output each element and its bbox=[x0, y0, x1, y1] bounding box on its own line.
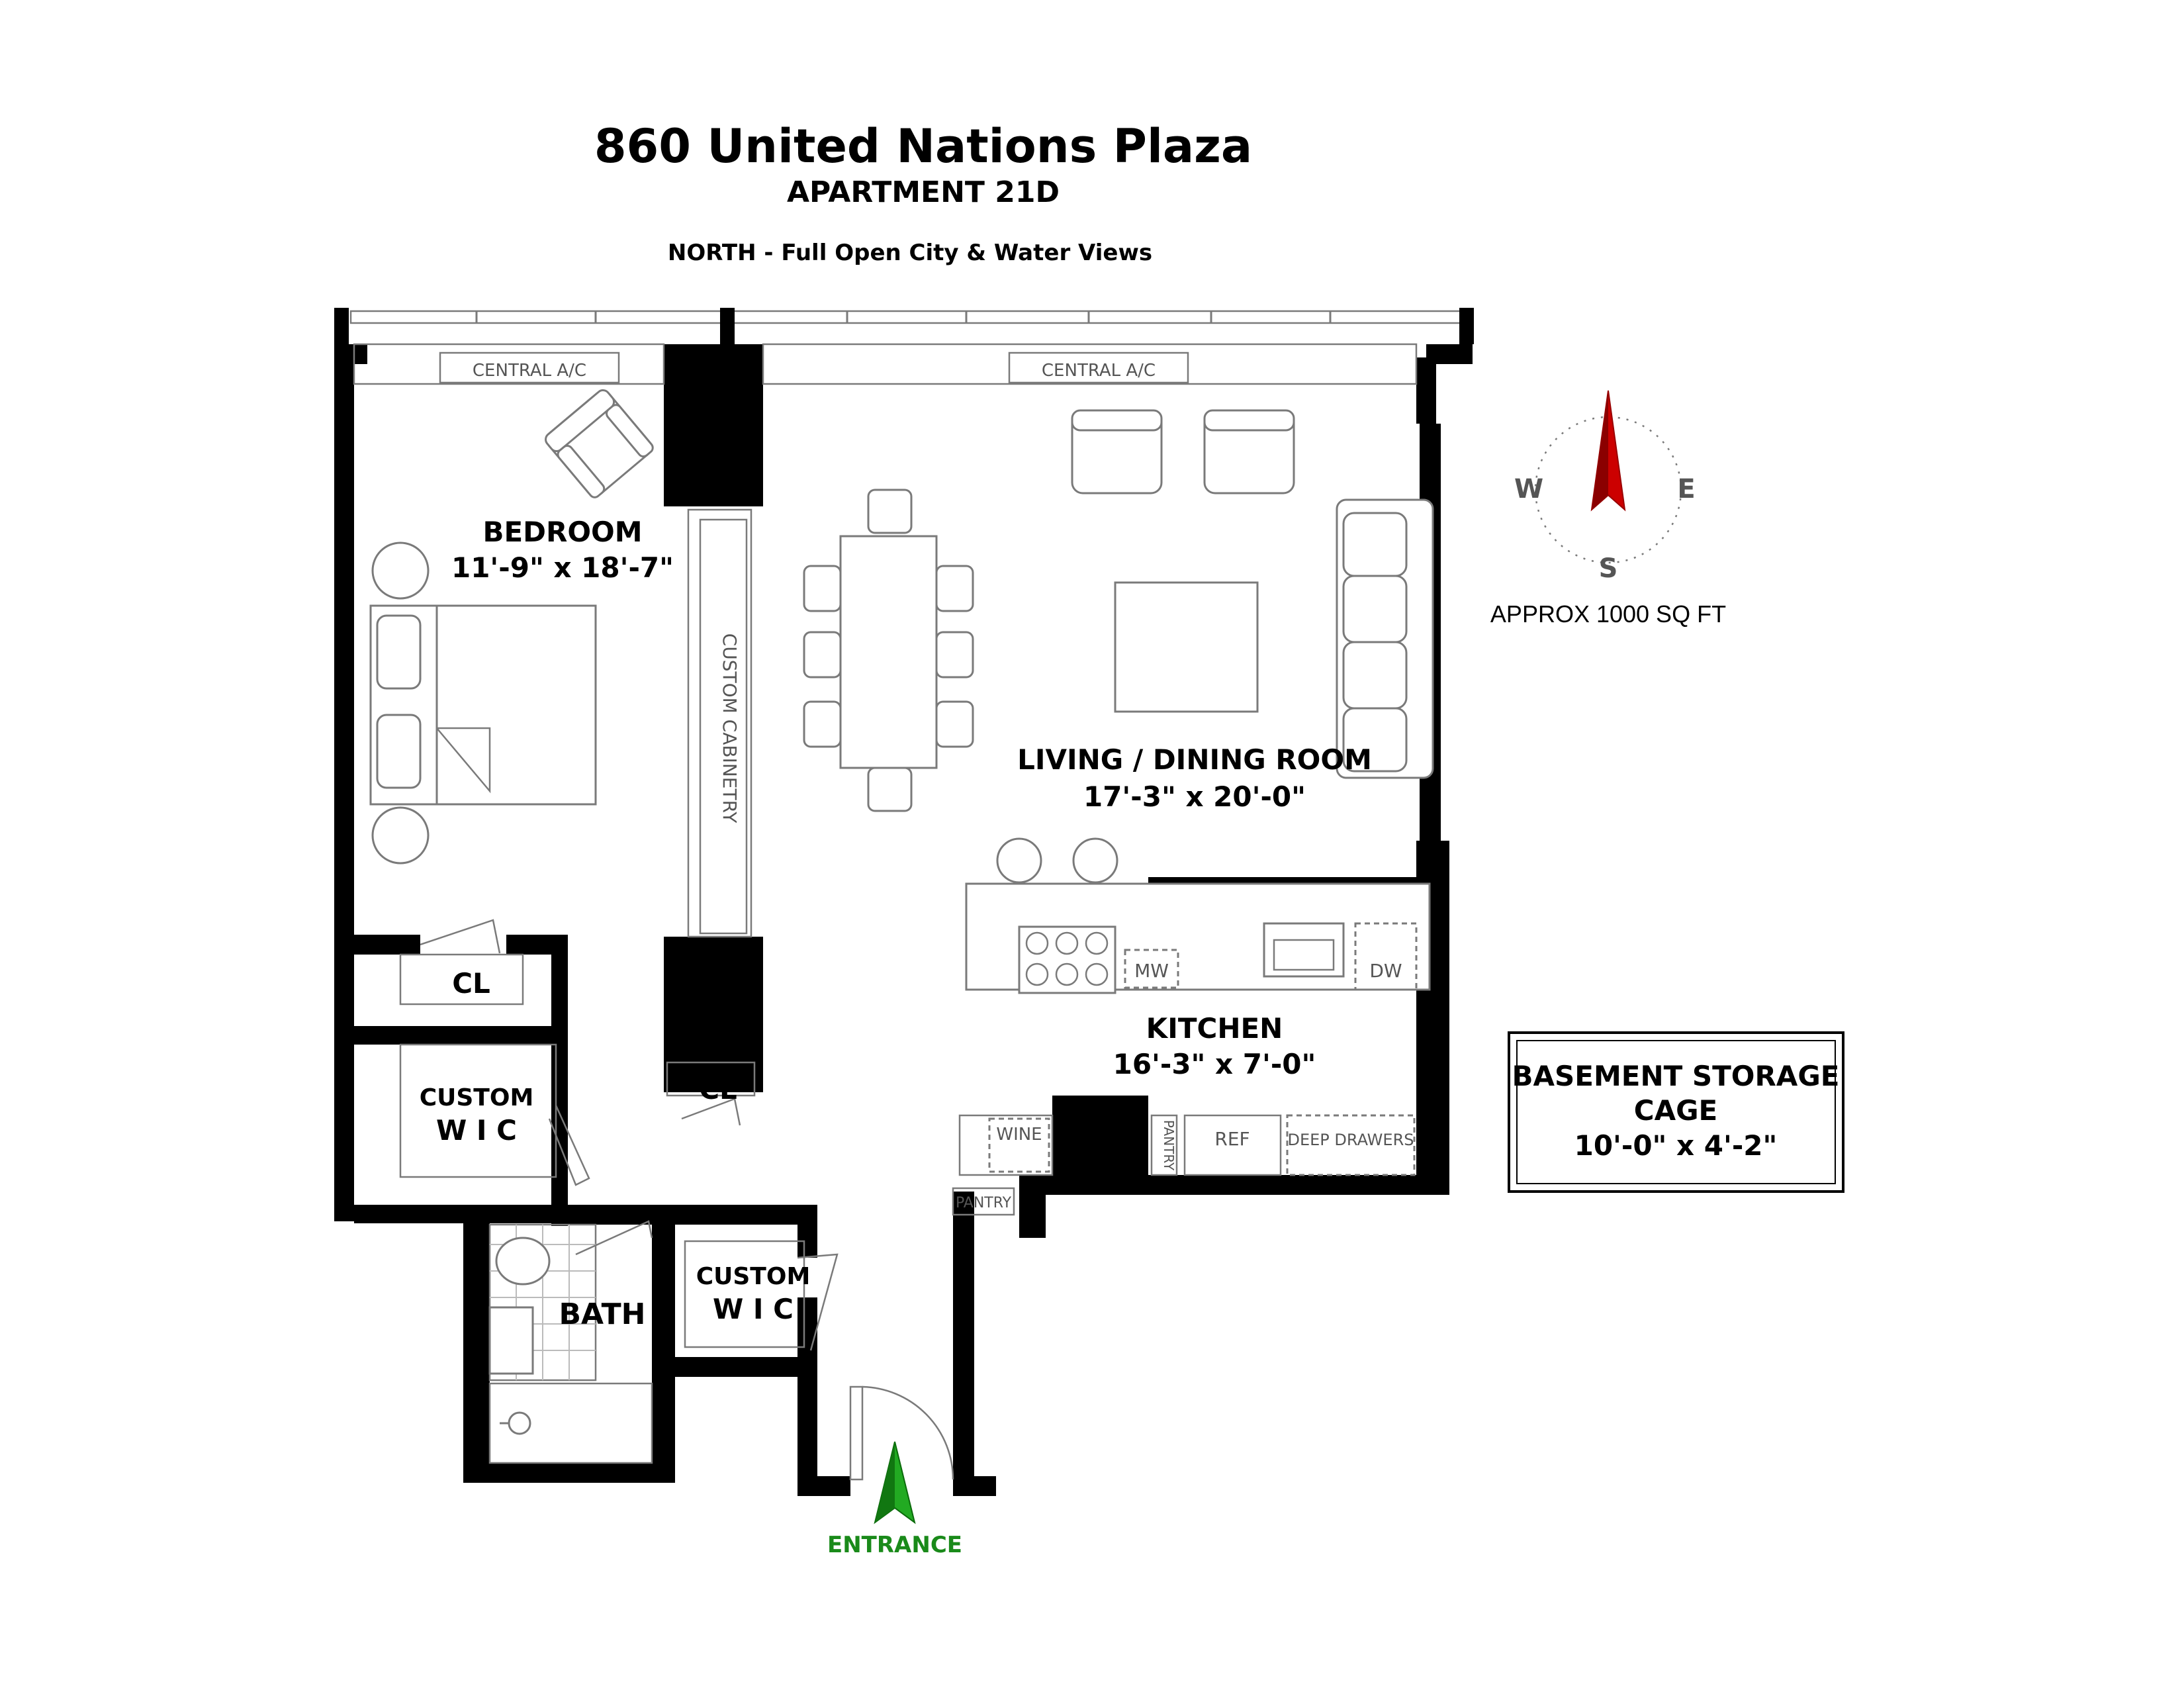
storage-line1: BASEMENT STORAGE bbox=[1512, 1060, 1840, 1092]
bed bbox=[369, 541, 597, 865]
kitchen-name: KITCHEN bbox=[1146, 1012, 1283, 1045]
closet-1: CL bbox=[399, 919, 524, 1006]
mw-label: MW bbox=[1134, 960, 1169, 982]
window-wall bbox=[334, 308, 1474, 348]
ac-left-label: CENTRAL A/C bbox=[473, 361, 586, 381]
dishwasher: DW bbox=[1354, 922, 1418, 991]
ac-right-label: CENTRAL A/C bbox=[1042, 361, 1156, 381]
wic-1-line2: W I C bbox=[436, 1114, 517, 1147]
lounge-chairs bbox=[1071, 409, 1295, 494]
bedroom-name: BEDROOM bbox=[482, 516, 642, 548]
coffee-table bbox=[1114, 581, 1259, 713]
plan-title: 860 United Nations Plaza bbox=[594, 119, 1252, 173]
ac-unit-left: CENTRAL A/C bbox=[353, 343, 665, 385]
compass: W E S bbox=[1514, 390, 1696, 584]
dining-table bbox=[839, 535, 938, 769]
view-note: NORTH - Full Open City & Water Views bbox=[668, 240, 1152, 266]
bath-label: BATH bbox=[559, 1297, 645, 1331]
pantry-vertical-label: PANTRY bbox=[1161, 1120, 1177, 1171]
deep-drawers: DEEP DRAWERS bbox=[1286, 1114, 1416, 1176]
area-label: APPROX 1000 SQ FT bbox=[1490, 600, 1726, 628]
pantry-small: PANTRY bbox=[952, 1187, 1015, 1216]
toilet bbox=[495, 1237, 551, 1286]
storage-line2: CAGE bbox=[1634, 1094, 1718, 1127]
living-name: LIVING / DINING ROOM bbox=[1017, 743, 1372, 776]
shower bbox=[488, 1382, 653, 1464]
ref-label: REF bbox=[1214, 1128, 1250, 1150]
walls bbox=[334, 344, 1473, 1496]
wic-1-line1: CUSTOM bbox=[420, 1084, 534, 1111]
living-dims: 17'-3" x 20'-0" bbox=[1083, 780, 1306, 813]
microwave: MW bbox=[1124, 949, 1179, 989]
pantry-small-label: PANTRY bbox=[956, 1195, 1012, 1211]
wic-2-line2: W I C bbox=[713, 1293, 794, 1325]
deep-drawers-label: DEEP DRAWERS bbox=[1287, 1131, 1414, 1149]
entrance-label: ENTRANCE bbox=[827, 1532, 962, 1558]
range-cooktop bbox=[1018, 925, 1116, 994]
bedroom-armchair bbox=[545, 389, 654, 498]
apartment-number: APARTMENT 21D bbox=[787, 175, 1060, 209]
ac-unit-right: CENTRAL A/C bbox=[762, 343, 1418, 385]
bathroom: BATH bbox=[488, 1220, 653, 1464]
closet-1-label: CL bbox=[452, 967, 490, 1000]
sofa bbox=[1336, 498, 1434, 779]
closet-2-label: CL bbox=[699, 1073, 737, 1105]
wine-label: WINE bbox=[996, 1125, 1042, 1145]
custom-cabinetry: CUSTOM CABINETRY bbox=[687, 508, 752, 938]
compass-south: S bbox=[1599, 553, 1618, 584]
bar-stools bbox=[996, 837, 1118, 884]
pantry-vertical: PANTRY bbox=[1150, 1114, 1178, 1176]
wic-2-line1: CUSTOM bbox=[696, 1263, 811, 1290]
sink bbox=[488, 1306, 534, 1375]
cabinetry-label: CUSTOM CABINETRY bbox=[719, 633, 741, 824]
storage-box: BASEMENT STORAGE CAGE 10'-0" x 4'-2" bbox=[1508, 1031, 1844, 1193]
storage-dims: 10'-0" x 4'-2" bbox=[1574, 1129, 1778, 1162]
entrance-arrow bbox=[874, 1441, 916, 1524]
compass-west: W bbox=[1514, 474, 1543, 504]
compass-east: E bbox=[1677, 474, 1695, 504]
closet-2: CL bbox=[666, 1061, 756, 1126]
dw-label: DW bbox=[1369, 960, 1402, 982]
walk-in-closet-2: CUSTOM W I C bbox=[684, 1240, 839, 1351]
kitchen-sink bbox=[1263, 922, 1345, 978]
walk-in-closet-1: CUSTOM W I C bbox=[399, 1043, 590, 1186]
bedroom-dims: 11'-9" x 18'-7" bbox=[451, 551, 674, 584]
dining-chairs bbox=[803, 489, 974, 812]
refrigerator: REF bbox=[1183, 1114, 1282, 1176]
kitchen-dims: 16'-3" x 7'-0" bbox=[1113, 1048, 1316, 1080]
wine-fridge: WINE bbox=[958, 1114, 1054, 1176]
entry-door bbox=[849, 1385, 954, 1481]
